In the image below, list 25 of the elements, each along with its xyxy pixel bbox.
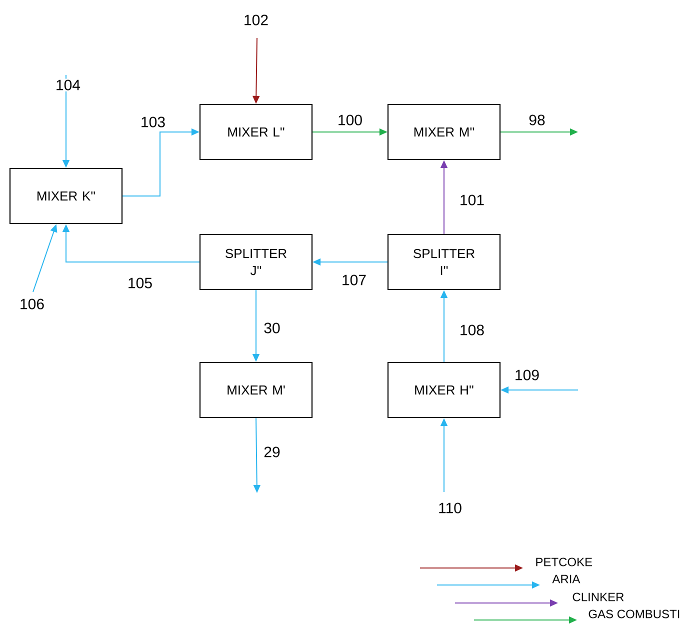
stream-number: 106 bbox=[18, 298, 46, 310]
stream-number: 103 bbox=[140, 116, 167, 128]
stream-number: 100 bbox=[336, 114, 364, 126]
stream-number: 98 bbox=[528, 114, 546, 126]
stream-number: 104 bbox=[54, 78, 82, 92]
process-box: SPLITTER J'' bbox=[199, 234, 313, 290]
process-box: MIXER M' bbox=[199, 362, 313, 418]
legend-text: GAS COMBUSTI bbox=[588, 610, 680, 618]
stream-number: 109 bbox=[514, 368, 541, 382]
stream-number: 107 bbox=[340, 274, 368, 286]
legend-text: PETCOKE bbox=[536, 558, 592, 566]
process-box: SPLITTER I'' bbox=[387, 234, 501, 290]
process-box: MIXER K'' bbox=[9, 168, 123, 224]
legend-text: ARIA bbox=[552, 574, 580, 584]
stream-number: 30 bbox=[262, 322, 282, 334]
process-box: MIXER L'' bbox=[199, 104, 313, 160]
stream-number: 105 bbox=[126, 276, 154, 290]
stream-number: 108 bbox=[458, 324, 486, 336]
stream-number: 110 bbox=[437, 502, 463, 514]
stream-number: 102 bbox=[242, 14, 270, 26]
stream-number: 101 bbox=[458, 194, 486, 206]
process-box: MIXER H'' bbox=[387, 362, 501, 418]
stream-number: 29 bbox=[262, 446, 282, 458]
legend-text: CLINKER bbox=[572, 592, 624, 602]
process-box: MIXER M'' bbox=[387, 104, 501, 160]
